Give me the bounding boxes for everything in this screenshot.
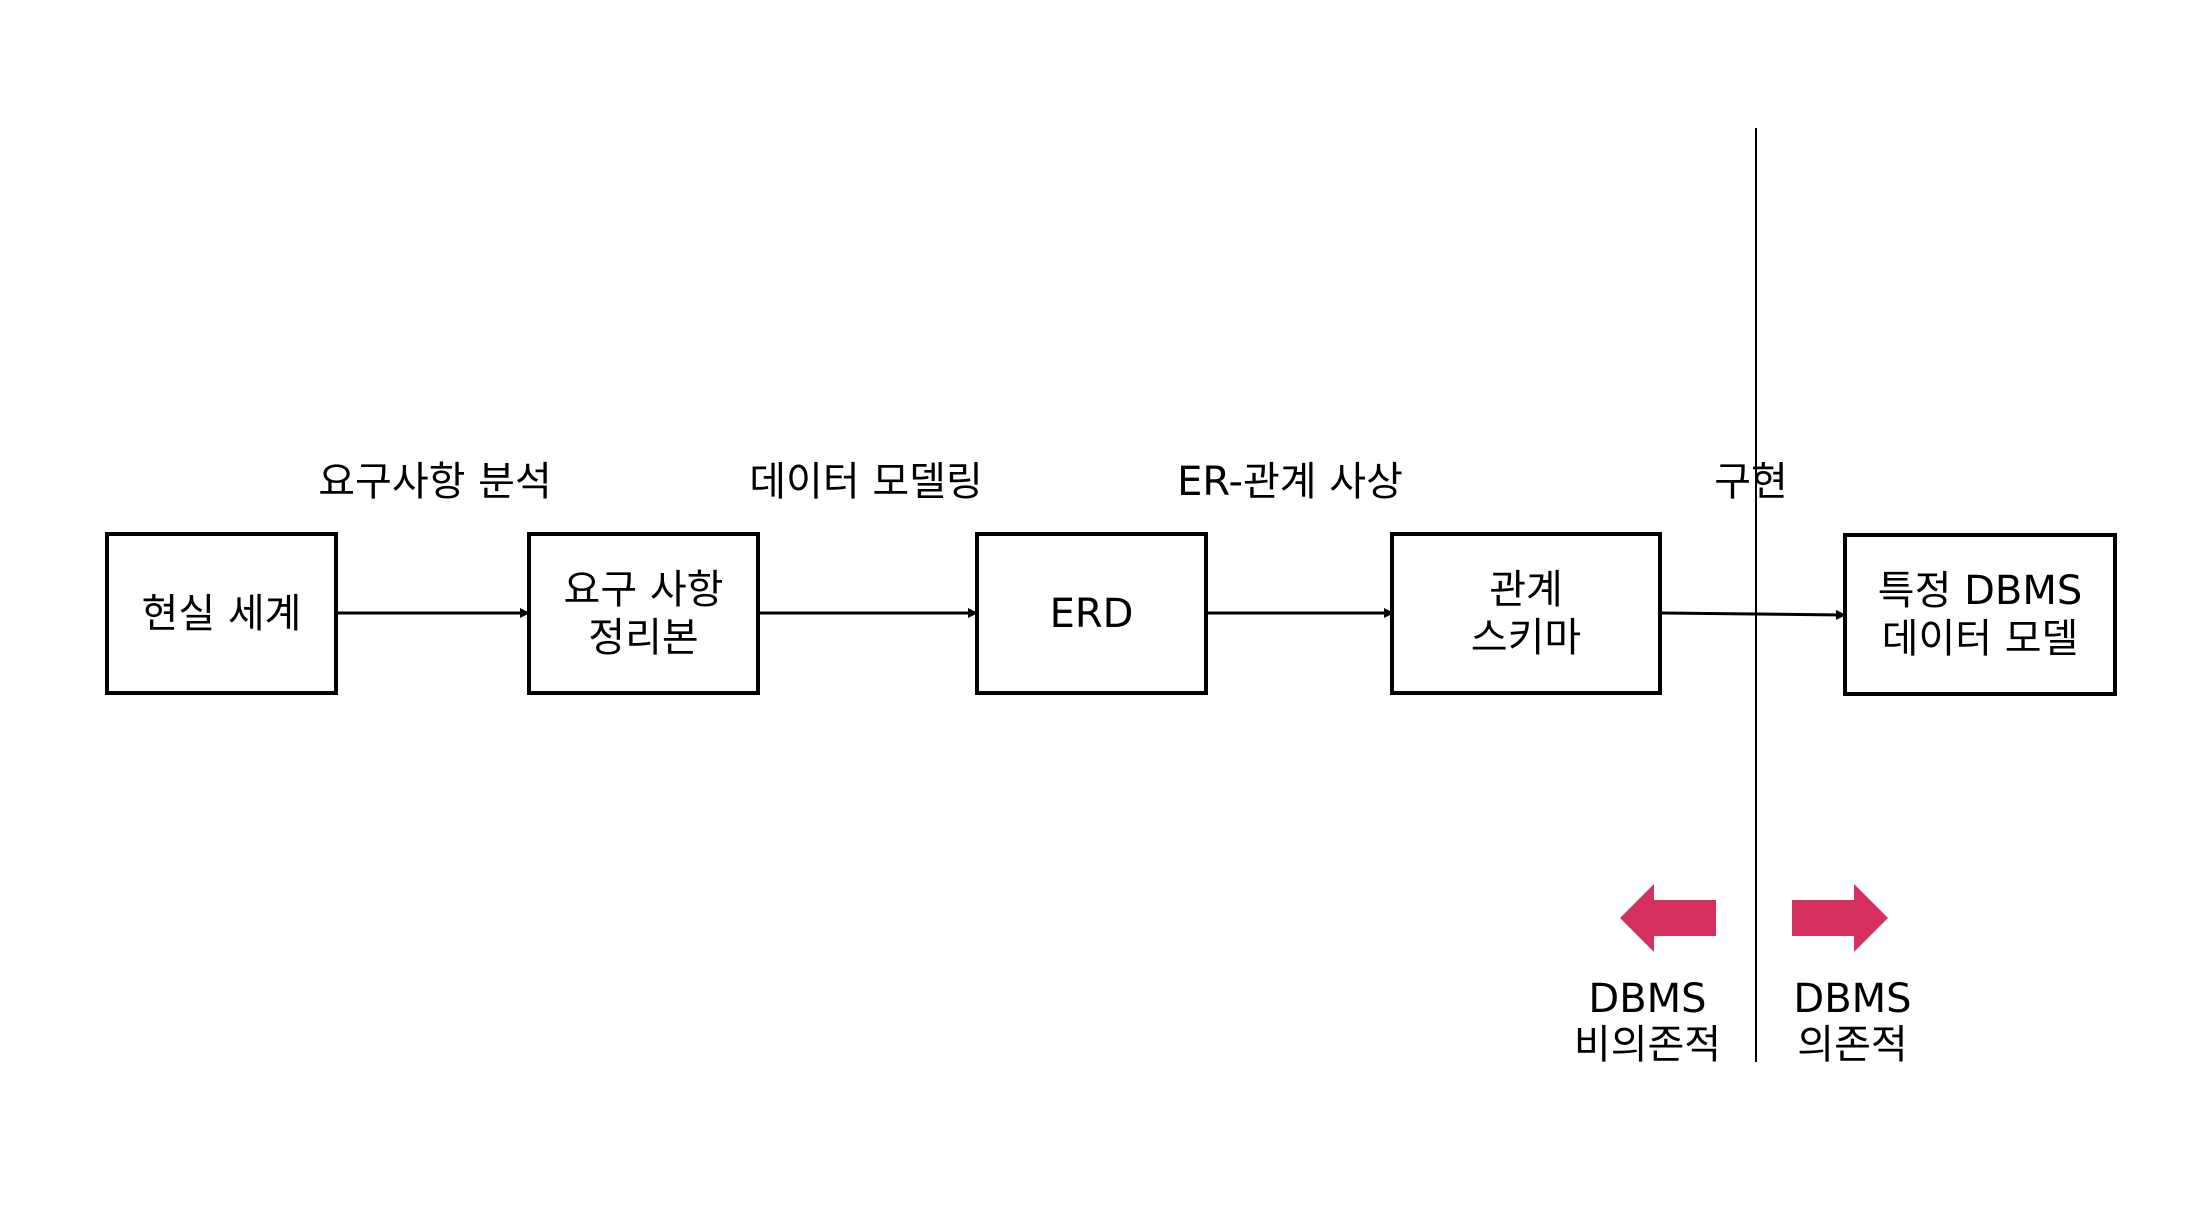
- transition-label-requirements-analysis: 요구사항 분석: [318, 459, 552, 505]
- legend-line-2: 의존적: [1797, 1022, 1908, 1068]
- flow-arrow-4: [1661, 609, 1846, 620]
- transition-label-data-modeling: 데이터 모델링: [749, 459, 983, 505]
- stage-box-requirements: 요구 사항 정리본: [527, 532, 760, 695]
- legend-dbms-independent: DBMS 비의존적: [1560, 976, 1735, 1068]
- stage-label-line-1: 요구 사항: [563, 566, 724, 613]
- stage-label-line-2: 정리본: [588, 614, 699, 661]
- stage-label: 현실 세계: [141, 590, 302, 637]
- transition-label-implementation: 구현: [1714, 459, 1788, 505]
- left-arrow-icon: [1620, 884, 1716, 952]
- stage-box-dbms-data-model: 특정 DBMS 데이터 모델: [1843, 533, 2117, 696]
- legend-dbms-dependent: DBMS 의존적: [1780, 976, 1925, 1068]
- stage-label-line-2: 스키마: [1470, 614, 1582, 661]
- stage-box-erd: ERD: [975, 532, 1208, 695]
- stage-label: ERD: [1049, 590, 1134, 637]
- stage-box-relational-schema: 관계 스키마: [1390, 532, 1662, 695]
- legend-line-2: 비의존적: [1573, 1022, 1722, 1068]
- stage-label-line-2: 데이터 모델: [1881, 615, 2079, 662]
- legend-line-1: DBMS: [1588, 976, 1707, 1022]
- stage-box-real-world: 현실 세계: [105, 532, 338, 695]
- right-arrow-icon: [1792, 884, 1888, 952]
- stage-label-line-1: 관계: [1489, 566, 1563, 613]
- legend-line-1: DBMS: [1793, 976, 1912, 1022]
- transition-label-er-mapping: ER-관계 사상: [1177, 459, 1403, 505]
- stage-label-line-1: 특정 DBMS: [1877, 567, 2083, 614]
